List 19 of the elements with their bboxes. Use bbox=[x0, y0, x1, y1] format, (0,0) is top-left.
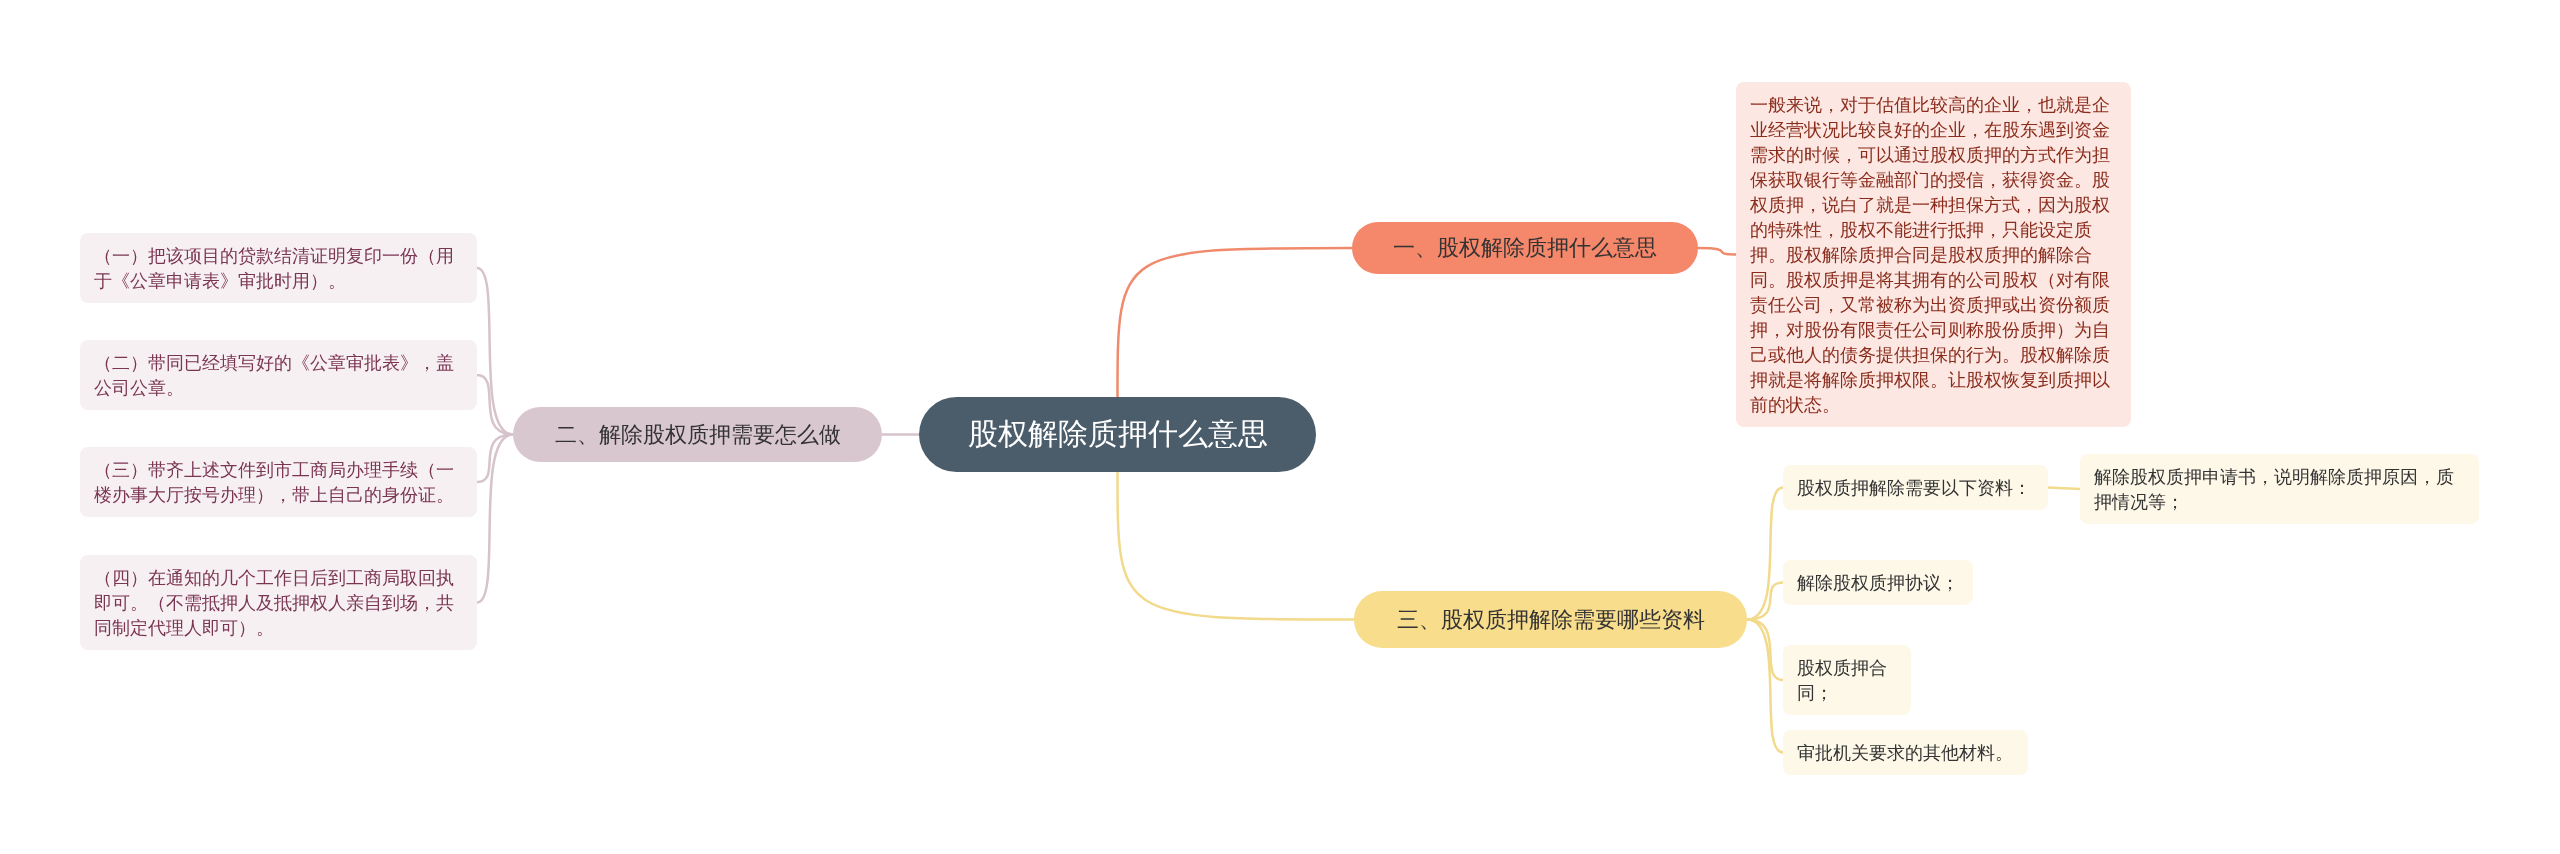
item-box: 审批机关要求的其他材料。 bbox=[1783, 730, 2028, 775]
connector-line bbox=[1116, 472, 1354, 621]
step-box: （三）带齐上述文件到市工商局办理手续（一楼办事大厅按号办理），带上自己的身份证。 bbox=[80, 447, 477, 517]
item-box: 股权质押合同； bbox=[1783, 645, 1911, 715]
item-box: 股权质押解除需要以下资料： bbox=[1783, 465, 2048, 510]
central-topic: 股权解除质押什么意思 bbox=[919, 397, 1316, 472]
item-box: 解除股权质押协议； bbox=[1783, 560, 1973, 605]
connector-line bbox=[882, 433, 919, 436]
connector-line bbox=[1698, 246, 1737, 256]
branch-topic: 一、股权解除质押什么意思 bbox=[1352, 222, 1698, 274]
text-box: 一般来说，对于估值比较高的企业，也就是企业经营状况比较良好的企业，在股东遇到资金需求的时候，可以通过股权质押的方式作为担保获取银行等金融部门的授信，获得资金。股权质押，说白了就是一种担保方式，因为股权的特殊性，股权不能进行抵押，只能设定质押。股权解除质押合同是股权质押的解除合同。股权质押是将其拥有的公司股权（对有限责任公司，又常被称为出资质押或出资份额质押，对股份有限责任公司则称股份质押）为自己或他人的债务提供担保的行为。股权解除质押就是将解除质押权限。让股权恢复到质押以前的状态。 bbox=[1736, 82, 2131, 427]
connector-line bbox=[1116, 246, 1352, 397]
step-box: （一）把该项目的贷款结清证明复印一份（用于《公章申请表》审批时用）。 bbox=[80, 233, 477, 303]
branch-topic: 二、解除股权质押需要怎么做 bbox=[513, 407, 882, 462]
connector-line bbox=[2047, 486, 2081, 491]
branch-topic: 三、股权质押解除需要哪些资料 bbox=[1354, 591, 1747, 648]
step-box: （四）在通知的几个工作日后到工商局取回执即可。（不需抵押人及抵押权人亲自到场，共同制定代理人即可）。 bbox=[80, 555, 477, 650]
step-box: （二）带同已经填写好的《公章审批表》，盖公司公章。 bbox=[80, 340, 477, 410]
item-box: 解除股权质押申请书，说明解除质押原因，质押情况等； bbox=[2080, 454, 2479, 524]
